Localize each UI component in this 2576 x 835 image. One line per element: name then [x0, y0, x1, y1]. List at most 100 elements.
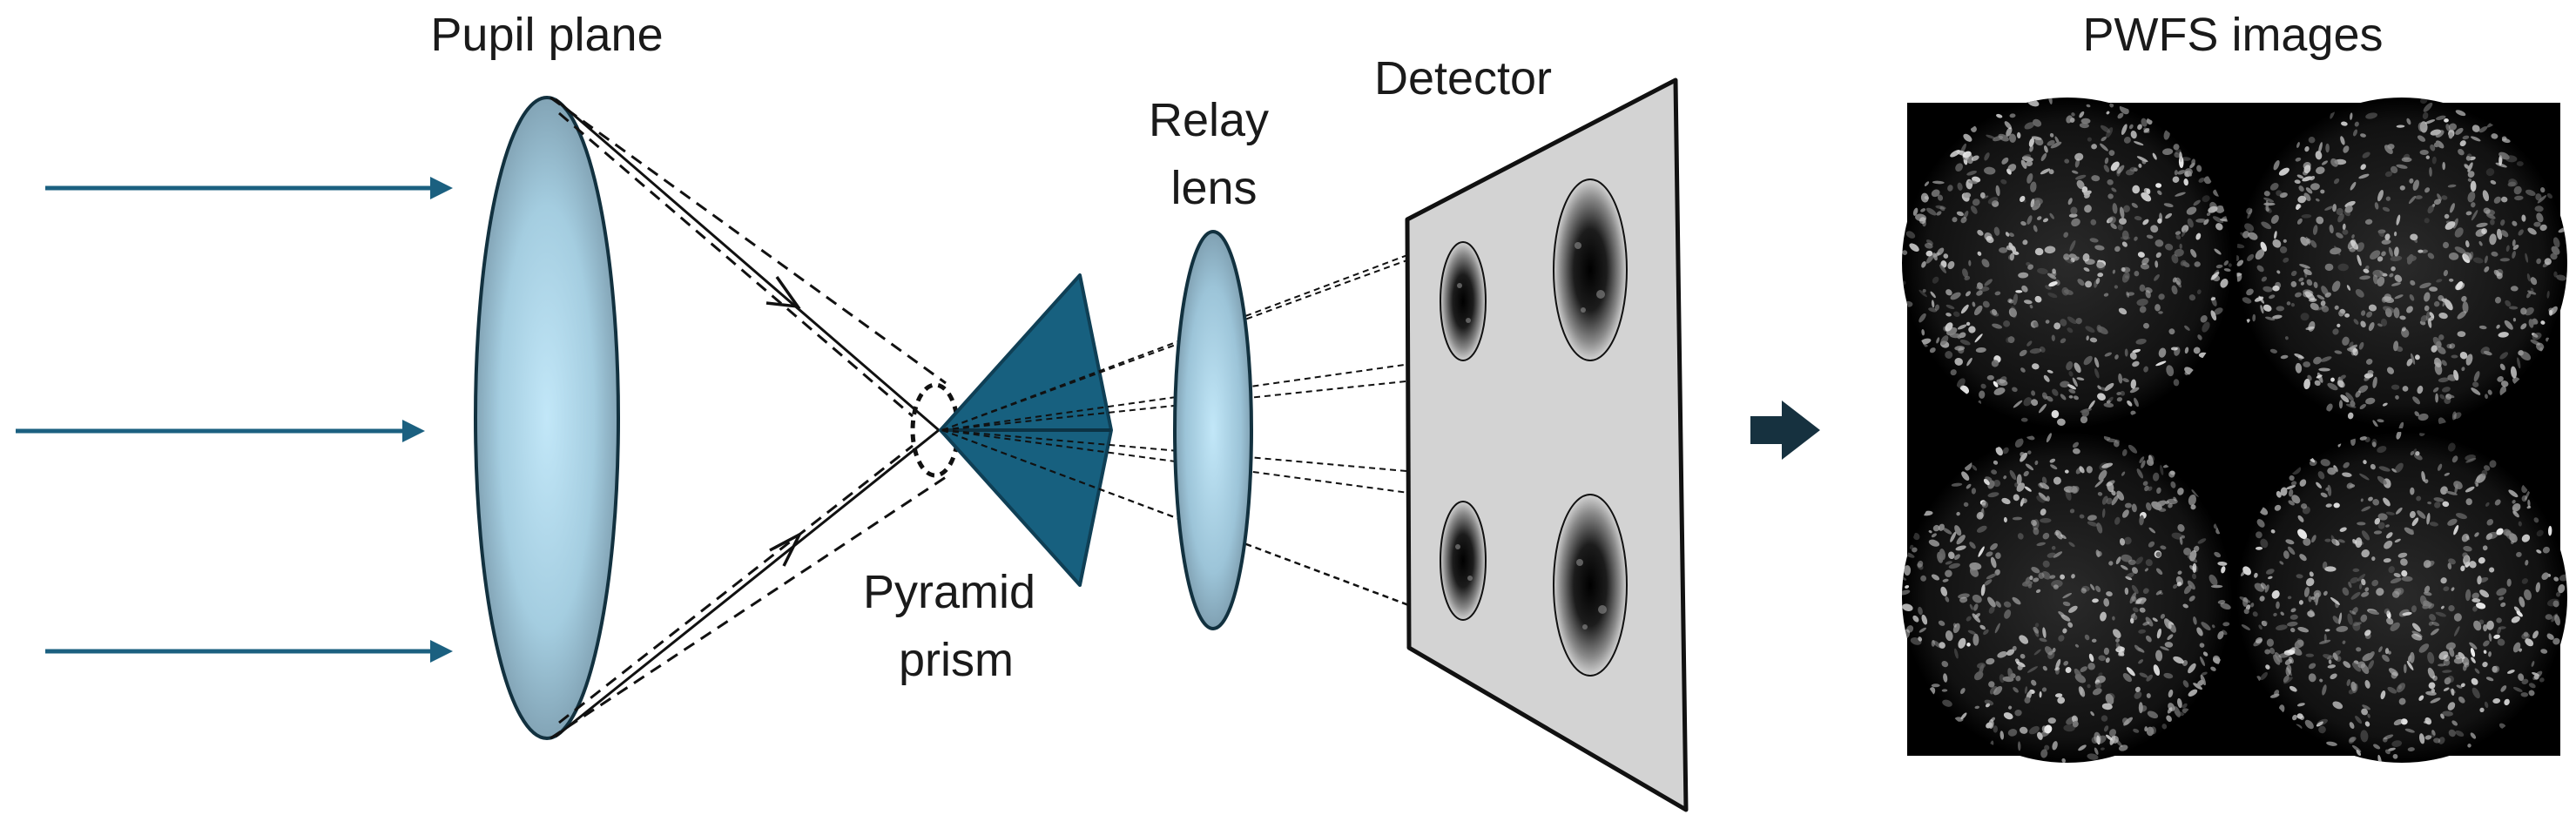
speckle — [2490, 179, 2497, 185]
speckle — [1993, 380, 1999, 387]
speckle — [2115, 556, 2121, 565]
speckle — [2326, 741, 2337, 746]
speckle — [1973, 603, 1979, 611]
speckle — [2055, 529, 2063, 540]
speckle — [1984, 152, 1990, 161]
speckle — [2462, 664, 2467, 671]
speckle — [1984, 699, 1994, 706]
speckle — [2023, 300, 2033, 305]
speckle — [2001, 497, 2011, 505]
speckle — [2214, 248, 2222, 255]
speckle — [2357, 661, 2366, 669]
speckle — [2420, 314, 2428, 323]
speckle — [2345, 392, 2354, 401]
speckle — [2462, 301, 2469, 313]
speckle — [2392, 753, 2398, 759]
speckle — [2459, 351, 2468, 360]
speckle — [2062, 601, 2071, 607]
speckle — [2276, 490, 2282, 498]
speckle — [2155, 260, 2159, 268]
speckle — [2391, 282, 2402, 286]
speckle — [2322, 561, 2328, 569]
speckle — [2428, 621, 2434, 626]
speckle — [2376, 588, 2384, 596]
speckle — [2530, 340, 2540, 346]
speckle — [2309, 460, 2317, 467]
speckle — [2448, 558, 2456, 565]
speckle — [2382, 737, 2388, 743]
speckle — [2542, 546, 2550, 554]
speckle — [2113, 629, 2121, 639]
speckle — [2328, 659, 2332, 664]
speckle — [2047, 717, 2056, 724]
speckle — [2158, 311, 2163, 314]
speckle — [2284, 336, 2289, 340]
speckle — [2309, 298, 2317, 302]
speckle — [2270, 529, 2276, 534]
speckle — [1965, 152, 1973, 165]
speckle — [2197, 679, 2204, 686]
speckle — [2028, 138, 2034, 147]
speckle — [1942, 578, 1949, 582]
speckle — [2424, 717, 2432, 725]
speckle — [2350, 591, 2361, 600]
speckle — [2357, 254, 2362, 266]
speckle — [2195, 232, 2202, 240]
speckle — [2500, 685, 2507, 692]
speckle — [2012, 645, 2017, 651]
speckle — [2488, 633, 2492, 642]
speckle — [2474, 668, 2480, 674]
speckle — [2377, 522, 2385, 529]
speckle — [2385, 524, 2390, 528]
speckle — [2121, 471, 2126, 476]
pwfs-images-label: PWFS images — [2082, 9, 2383, 61]
speckle — [2482, 190, 2490, 202]
speckle — [2079, 466, 2085, 474]
speckle — [2454, 483, 2458, 495]
speckle — [2163, 203, 2174, 208]
speckle — [1985, 476, 1993, 481]
speckle — [2071, 112, 2075, 117]
speckle — [1979, 663, 1984, 676]
speckle — [2074, 362, 2081, 374]
pupil-plane-label: Pupil plane — [430, 9, 663, 61]
speckle — [2064, 469, 2069, 474]
speckle — [2518, 521, 2522, 527]
speckle — [2126, 291, 2130, 298]
speckle — [2412, 396, 2421, 405]
speckle — [2427, 253, 2435, 259]
speckle — [1931, 300, 1935, 308]
speckle — [2265, 207, 2269, 212]
speckle — [2151, 501, 2162, 511]
speckle — [2418, 249, 2424, 253]
speckle — [2068, 371, 2074, 377]
speckle — [2031, 399, 2039, 407]
speckle — [2269, 183, 2279, 191]
speckle — [2004, 121, 2012, 130]
speckle — [2175, 149, 2182, 154]
speckle — [2431, 156, 2437, 165]
speckle — [2026, 215, 2033, 225]
speckle — [2516, 161, 2524, 166]
speckle — [2363, 268, 2370, 273]
speckle — [2494, 499, 2501, 506]
speckle — [2254, 572, 2258, 578]
speckle — [2456, 684, 2463, 689]
speckle — [2334, 350, 2343, 354]
speckle — [2325, 503, 2332, 508]
speckle — [2296, 204, 2302, 209]
speckle — [2132, 360, 2140, 367]
speckle — [2483, 650, 2487, 654]
speckle — [2042, 532, 2050, 540]
speckle — [2208, 574, 2218, 586]
speckle — [2097, 491, 2103, 496]
speckle — [2295, 362, 2303, 374]
speckle — [2100, 143, 2108, 152]
speckle — [2202, 321, 2210, 333]
speckle — [2258, 624, 2262, 630]
speckle — [2041, 687, 2047, 692]
speckle — [2160, 613, 2166, 619]
speckle — [2299, 479, 2307, 487]
speckle — [2057, 418, 2066, 427]
